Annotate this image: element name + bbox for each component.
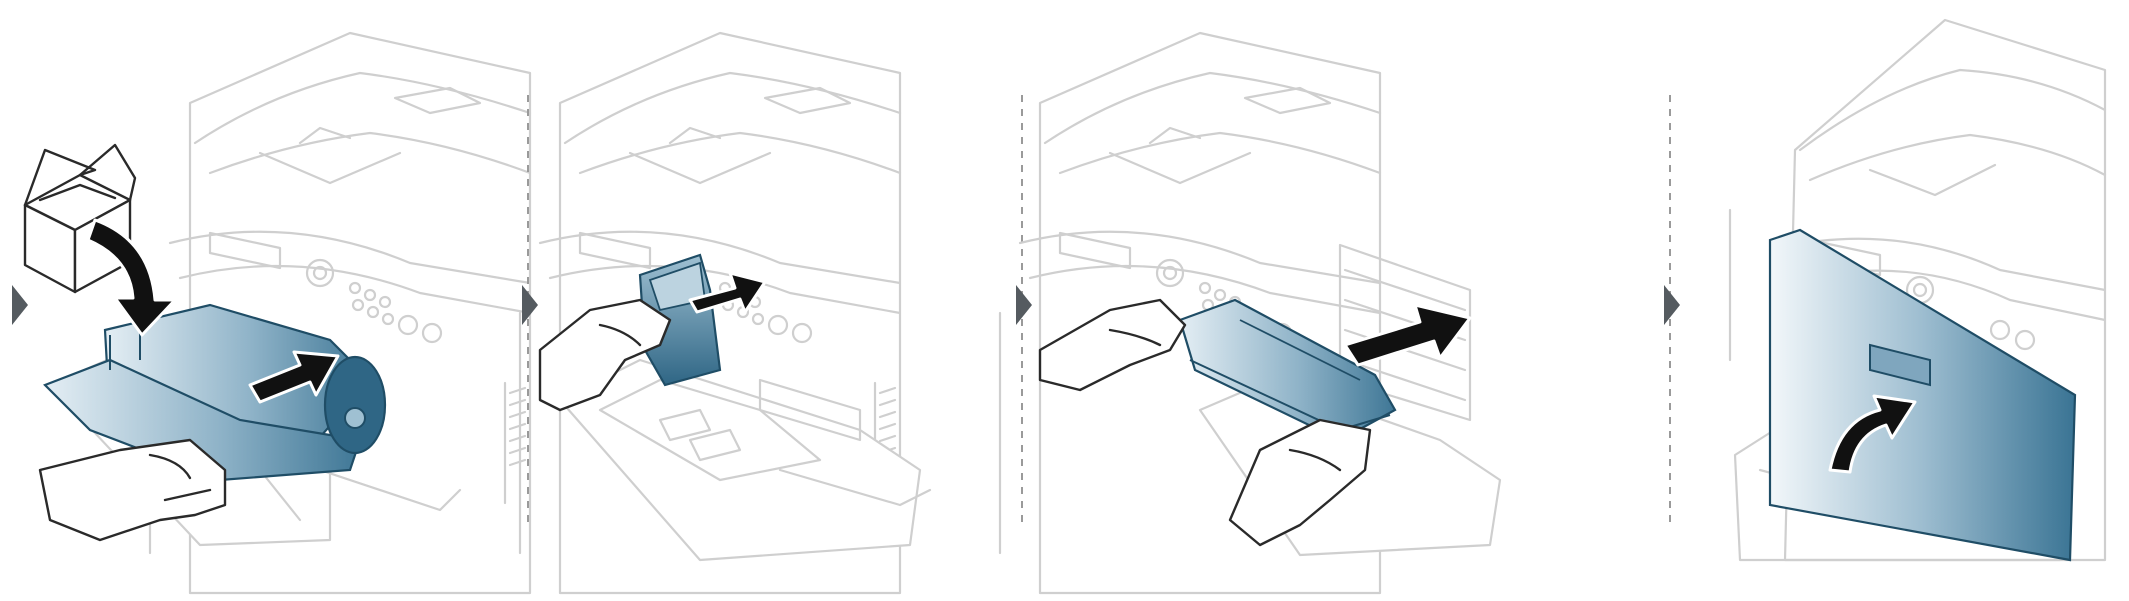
hand-icon [38, 438, 227, 542]
step-4-panel [1728, 18, 2107, 562]
insert-arrow-icon [1343, 303, 1472, 367]
triangle-right-icon [1016, 285, 1032, 325]
front-cover-icon [1768, 228, 2077, 562]
close-arrow-icon [1828, 394, 1917, 474]
toner-cartridge-icon [43, 303, 387, 482]
cardboard-box-icon [23, 143, 137, 294]
curved-arrow-icon [86, 218, 177, 337]
hand-icon [1228, 418, 1372, 547]
hand-icon [1038, 298, 1187, 392]
triangle-right-icon [12, 285, 28, 325]
step-3-panel [998, 31, 1502, 595]
triangle-right-icon [522, 285, 538, 325]
hand-icon [538, 298, 672, 412]
insert-arrow-icon [248, 350, 340, 404]
triangle-right-icon [1664, 285, 1680, 325]
step-1-panel [23, 31, 532, 595]
pull-arrow-icon [688, 271, 767, 314]
step-2-panel [518, 31, 932, 595]
toner-cartridge-icon [1178, 298, 1397, 442]
